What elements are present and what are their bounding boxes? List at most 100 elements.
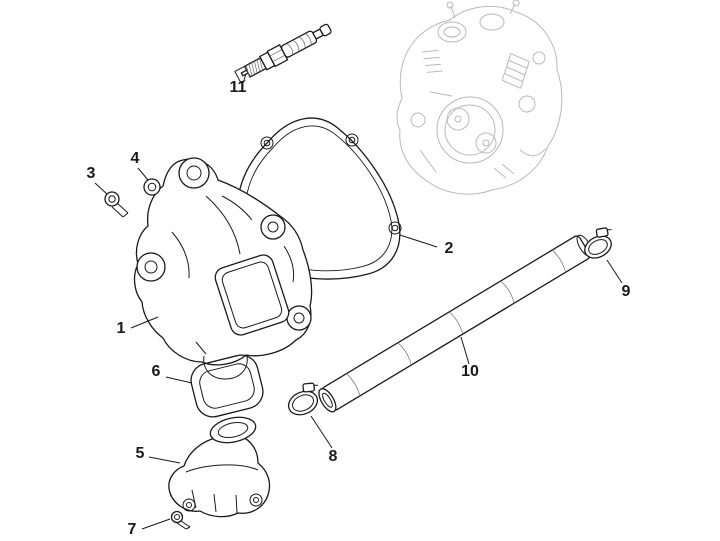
leader-line-8: [310, 415, 333, 449]
cylinder-head-ghost: [396, 0, 563, 195]
gasket-hole: [345, 133, 359, 147]
clamp-band-outer: [287, 390, 319, 416]
head-detail-lines: [419, 91, 547, 179]
gasket-hole: [348, 136, 356, 144]
clamp-screw-housing: [595, 227, 609, 238]
seal-ring-outer: [190, 354, 264, 418]
leader-line-5: [148, 456, 181, 464]
clamp-screw-tip: [313, 384, 319, 386]
screw-head-recess: [174, 514, 180, 520]
cam-tower: [479, 13, 505, 31]
bolt-boss: [136, 252, 166, 282]
hose-end-rim: [318, 388, 337, 413]
secondary-air-cover: [168, 416, 271, 518]
clamp-band-outer: [584, 235, 612, 259]
stud-tip: [512, 0, 520, 7]
bolt-boss: [260, 214, 286, 240]
leader-line-9: [606, 259, 623, 284]
combustion-chamber-inner: [444, 104, 496, 156]
gasket-hole: [260, 136, 274, 150]
insulator-ribs: [286, 33, 312, 55]
hose-clamp-upper: [584, 227, 612, 259]
part-label-2: 2: [445, 240, 454, 257]
cover-window: [214, 254, 290, 336]
leader-lines: [94, 73, 623, 530]
breather-hose: [318, 234, 593, 413]
stud-tip: [446, 1, 454, 9]
part-label-11: 11: [230, 79, 247, 96]
screw-head: [104, 191, 120, 207]
air-cover-ribs: [185, 464, 259, 514]
bolt-boss: [178, 157, 210, 189]
clamp-screw-tip: [606, 229, 612, 231]
hose-clamp-lower: [287, 382, 319, 416]
gasket-hole: [388, 221, 402, 235]
cam-tower: [437, 21, 467, 43]
clamp-screw-housing: [302, 382, 316, 393]
air-cover-body: [168, 433, 271, 518]
screw-head: [170, 510, 184, 524]
neck-bore: [217, 421, 249, 439]
part-labels: 1 2 3 4 5 6 7 8 9 10 11: [87, 79, 631, 538]
terminal-nut: [319, 23, 332, 37]
bolt-boss-hole: [267, 221, 279, 233]
part-label-8: 8: [329, 448, 338, 465]
spark-plug: [234, 23, 332, 84]
bolt-boss-hole: [186, 165, 202, 181]
part-label-3: 3: [87, 165, 96, 182]
leader-line-1: [130, 316, 159, 329]
air-cover-ear-hole: [186, 502, 192, 508]
head-body-outline: [396, 6, 563, 195]
plug-insulator: [280, 30, 318, 58]
part-label-4: 4: [131, 150, 140, 167]
leader-line-3: [94, 182, 108, 195]
cover-neck: [203, 355, 248, 380]
leader-line-10: [460, 336, 470, 365]
leader-line-2: [399, 234, 438, 248]
combustion-chamber: [436, 96, 504, 164]
cylinder-head-cover: [133, 157, 313, 380]
gasket-hole: [391, 224, 399, 232]
leader-line-11: [242, 73, 247, 84]
cover-screw: [170, 510, 191, 530]
screw-head-recess: [108, 195, 116, 203]
flange-screw: [104, 191, 129, 218]
hose-shading: [346, 249, 566, 397]
air-cover-ear: [182, 498, 196, 512]
bolt-boss-hole: [144, 260, 158, 274]
hex-facets: [269, 49, 286, 63]
washer-hole: [147, 182, 157, 192]
head-port: [410, 112, 426, 128]
washer-outer: [143, 178, 161, 196]
cam-tower-inner: [443, 26, 461, 38]
air-cover-neck: [209, 416, 257, 444]
thread-hatch: [245, 58, 263, 78]
head-port: [518, 95, 536, 113]
cover-seal-ring: [190, 354, 264, 418]
air-cover-ear-hole: [253, 497, 259, 503]
seal-ring-inner: [199, 363, 255, 409]
part-label-6: 6: [152, 363, 161, 380]
washer: [143, 178, 161, 196]
clamp-band-inner: [588, 239, 608, 255]
bolt-boss-hole: [293, 312, 305, 324]
valve-stem: [454, 115, 462, 123]
leader-line-6: [165, 376, 193, 384]
hose-body: [321, 235, 591, 411]
valve-stem: [482, 139, 490, 147]
head-port: [532, 51, 546, 65]
part-label-5: 5: [136, 445, 145, 462]
leader-line-4: [137, 167, 149, 181]
screw-shaft: [111, 202, 129, 218]
valve-spring: [501, 53, 530, 89]
window-inner: [221, 261, 283, 329]
part-label-10: 10: [461, 363, 479, 380]
part-label-9: 9: [622, 283, 631, 300]
part-label-1: 1: [117, 320, 126, 337]
air-cover-ear: [249, 493, 263, 507]
valve-disc: [475, 132, 497, 154]
screw-shaft: [176, 520, 191, 530]
hose-end-bore: [322, 392, 333, 408]
